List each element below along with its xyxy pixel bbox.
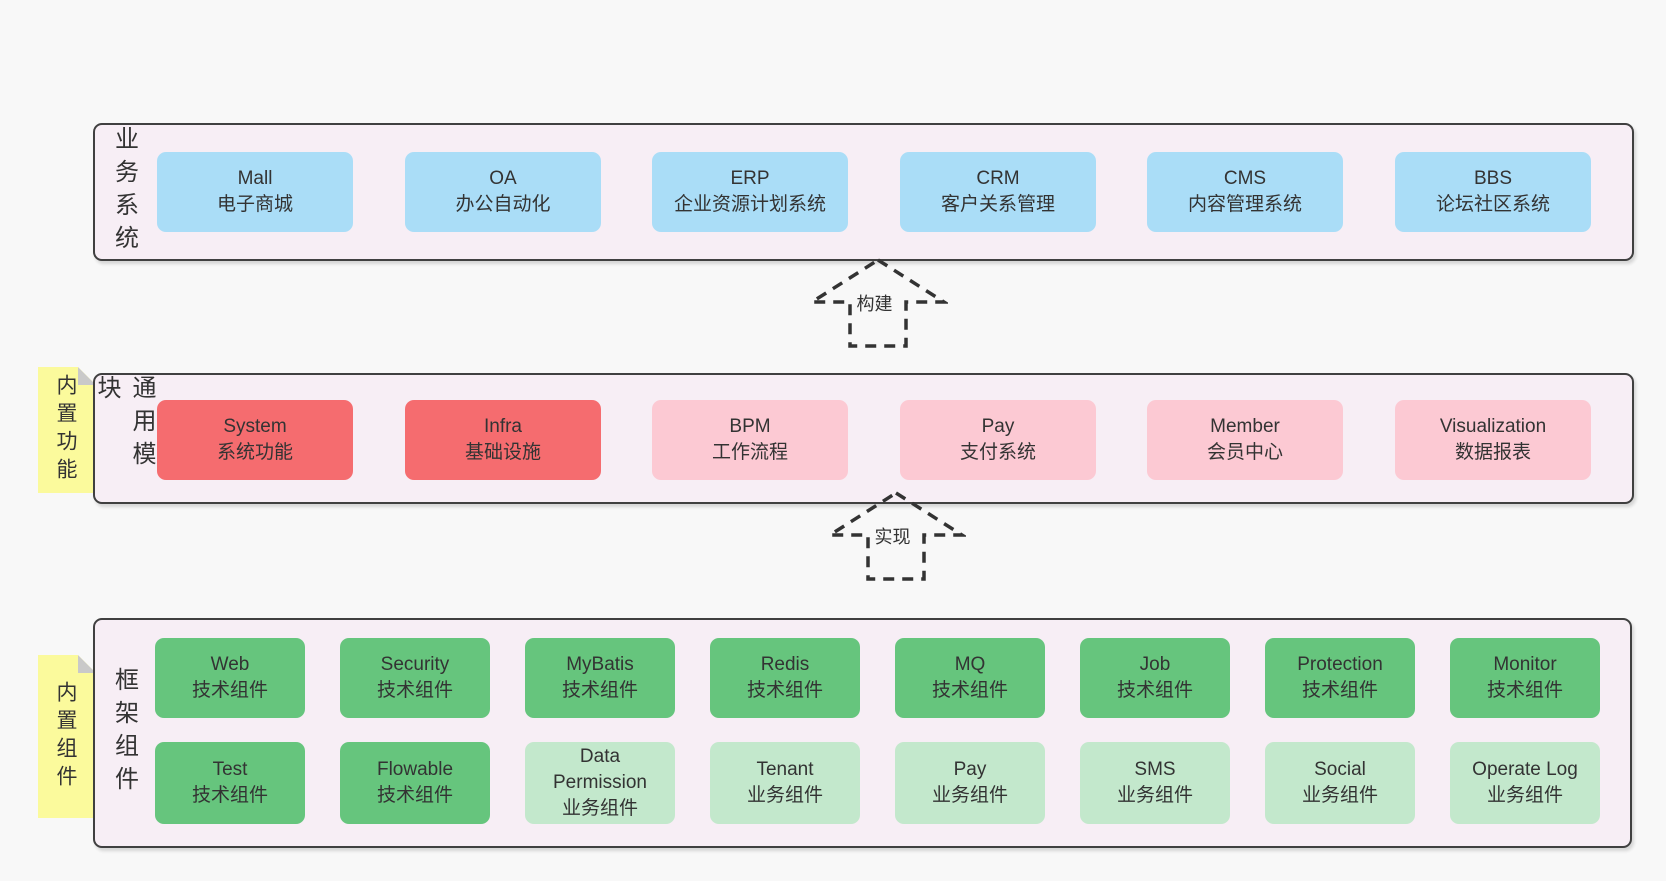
box-sms: SMS 业务组件 — [1080, 742, 1230, 824]
box-monitor: Monitor 技术组件 — [1450, 638, 1600, 718]
box-pay-module: Pay 支付系统 — [900, 400, 1096, 480]
box-bpm: BPM 工作流程 — [652, 400, 848, 480]
box-crm: CRM 客户关系管理 — [900, 152, 1096, 232]
box-mybatis: MyBatis 技术组件 — [525, 638, 675, 718]
sticky-note-built-in-functions: 内置功能 — [38, 367, 96, 493]
layer-title: 业务系统 — [110, 126, 138, 258]
arrow-label: 构建 — [852, 289, 897, 317]
box-oa: OA 办公自动化 — [405, 152, 601, 232]
box-social: Social 业务组件 — [1265, 742, 1415, 824]
layer-title: 通用模块 — [93, 375, 155, 474]
dashed-up-arrow-implement: 实现 — [826, 490, 966, 582]
note-label: 内置组件 — [54, 680, 77, 793]
box-test: Test 技术组件 — [155, 742, 305, 824]
box-flowable: Flowable 技术组件 — [340, 742, 490, 824]
layer-framework-components: 框架组件 Web 技术组件 Security 技术组件 MyBatis 技术组件… — [93, 618, 1632, 848]
box-erp: ERP 企业资源计划系统 — [652, 152, 848, 232]
sticky-note-built-in-components: 内置组件 — [38, 655, 96, 818]
box-protection: Protection 技术组件 — [1265, 638, 1415, 718]
arrow-label: 实现 — [870, 522, 915, 550]
up-arrow-icon — [826, 490, 966, 581]
box-operate-log: Operate Log 业务组件 — [1450, 742, 1600, 824]
box-visualization: Visualization 数据报表 — [1395, 400, 1591, 480]
box-redis: Redis 技术组件 — [710, 638, 860, 718]
box-mall: Mall 电子商城 — [157, 152, 353, 232]
box-security: Security 技术组件 — [340, 638, 490, 718]
up-arrow-icon — [808, 257, 948, 348]
layer-title: 框架组件 — [110, 667, 138, 799]
note-label: 内置功能 — [54, 374, 77, 486]
box-cms: CMS 内容管理系统 — [1147, 152, 1343, 232]
box-infra: Infra 基础设施 — [405, 400, 601, 480]
box-job: Job 技术组件 — [1080, 638, 1230, 718]
box-tenant: Tenant 业务组件 — [710, 742, 860, 824]
box-data-permission: Data Permission 业务组件 — [525, 742, 675, 824]
box-member: Member 会员中心 — [1147, 400, 1343, 480]
box-system: System 系统功能 — [157, 400, 353, 480]
box-pay-component: Pay 业务组件 — [895, 742, 1045, 824]
layer-common-modules: 通用模块 System 系统功能 Infra 基础设施 BPM 工作流程 Pay… — [93, 373, 1634, 504]
box-bbs: BBS 论坛社区系统 — [1395, 152, 1591, 232]
box-web: Web 技术组件 — [155, 638, 305, 718]
box-mq: MQ 技术组件 — [895, 638, 1045, 718]
layer-business-systems: 业务系统 Mall 电子商城 OA 办公自动化 ERP 企业资源计划系统 CRM… — [93, 123, 1634, 261]
dashed-up-arrow-build: 构建 — [808, 257, 948, 349]
